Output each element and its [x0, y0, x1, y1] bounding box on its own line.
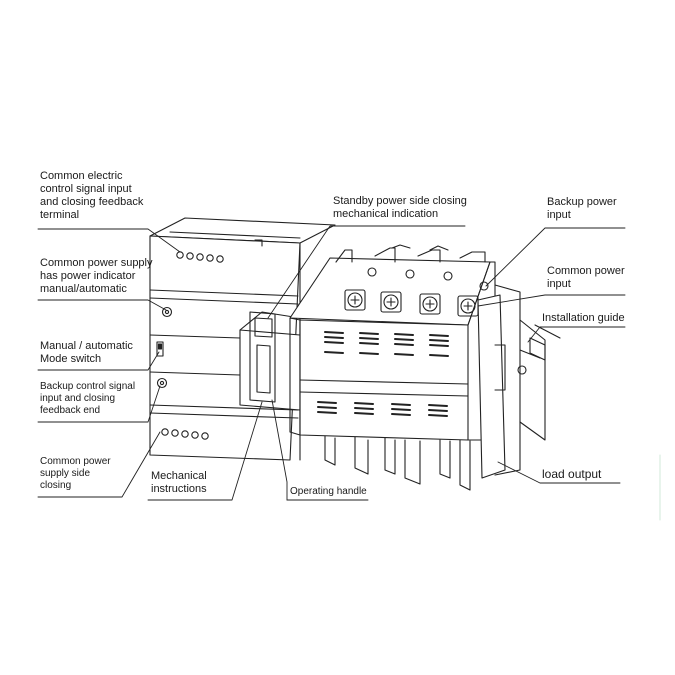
label-line: control signal input	[40, 183, 132, 195]
leader-common-input	[477, 294, 626, 307]
leader-load	[497, 461, 621, 484]
label-line: has power indicator	[40, 270, 136, 282]
mode-switch	[156, 341, 164, 357]
vent-slots-upper	[324, 331, 449, 357]
label-line: Common electric	[40, 170, 123, 182]
leader-backup-control	[37, 385, 161, 423]
label-standby-indication: Standby power side closing mechanical in…	[333, 195, 467, 221]
label-line: Common power	[547, 265, 625, 277]
label-line: Common power supply	[40, 257, 153, 269]
vent-slots-lower	[317, 401, 448, 417]
label-load-output: load output	[542, 467, 601, 481]
label-line: terminal	[40, 209, 80, 221]
label-line: supply side	[40, 468, 91, 479]
leader-common-closing	[37, 431, 161, 498]
terminal-screws	[344, 267, 489, 317]
label-line: and closing feedback	[40, 196, 144, 208]
leader-power-indicator	[37, 299, 167, 311]
label-backup-input: Backup power input	[547, 196, 617, 222]
label-installation-guide: Installation guide	[542, 312, 625, 325]
label-line: Standby power side closing	[333, 195, 467, 207]
leader-backup-input	[485, 227, 626, 287]
label-line: manual/automatic	[40, 283, 127, 295]
label-line: Backup control signal	[40, 381, 136, 392]
power-indicator-light	[161, 306, 173, 318]
label-power-indicator: Common power supply has power indicator …	[40, 257, 153, 296]
label-line: input	[547, 209, 571, 221]
leader-installation	[527, 326, 626, 343]
backup-indicator-light	[156, 377, 168, 389]
label-line: Common power	[40, 456, 111, 467]
leader-standby	[267, 225, 466, 319]
label-line: input	[547, 278, 571, 290]
label-line: Mode switch	[40, 353, 102, 365]
input-terminals	[335, 244, 486, 263]
label-line: Manual / automatic	[40, 340, 133, 352]
leader-lines	[37, 225, 626, 501]
label-line: instructions	[151, 483, 207, 495]
leader-mechanical	[147, 401, 263, 501]
label-line: Mechanical	[151, 470, 207, 482]
label-mode-switch: Manual / automatic Mode switch	[40, 340, 133, 366]
output-terminals	[324, 435, 471, 491]
label-line: feedback end	[40, 405, 101, 416]
label-line: Operating handle	[290, 486, 367, 497]
terminal-block-bottom	[161, 428, 209, 440]
din-rail	[477, 284, 561, 479]
label-line: input and closing	[40, 393, 116, 404]
label-common-input: Common power input	[547, 265, 625, 291]
leader-handle	[271, 399, 288, 501]
leader-mode-switch	[37, 351, 160, 371]
label-line: closing	[40, 480, 72, 491]
label-line: mechanical indication	[333, 208, 439, 220]
label-common-closing: Common power supply side closing	[40, 456, 111, 492]
label-electric-control: Common electric control signal input and…	[40, 170, 143, 222]
label-line: load output	[542, 467, 602, 481]
label-line: Installation guide	[542, 312, 625, 324]
label-backup-control: Backup control signal input and closing …	[40, 381, 135, 417]
label-mechanical-instructions: Mechanical instructions	[151, 470, 207, 496]
label-line: Backup power	[547, 196, 617, 208]
leader-electric-control	[37, 228, 181, 253]
label-operating-handle: Operating handle	[290, 485, 367, 498]
